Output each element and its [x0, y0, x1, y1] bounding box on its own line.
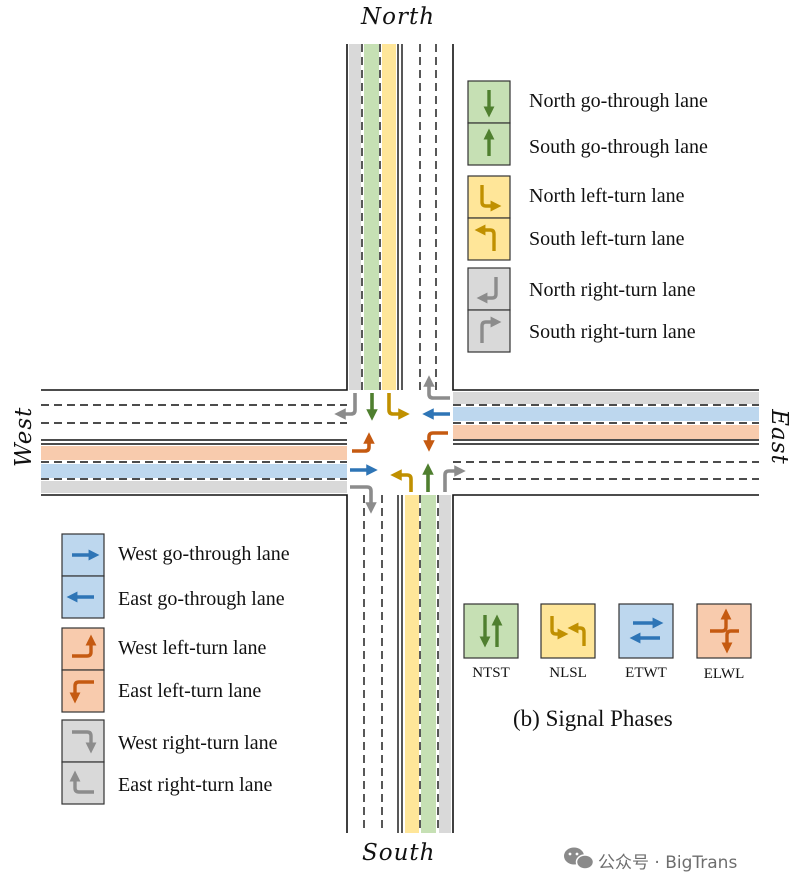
west-right-turn-arrow: [350, 485, 377, 514]
south-left-turn-arrow: [390, 469, 413, 492]
phase-code-elwl: ELWL: [703, 666, 745, 682]
phase-code-ntst: NTST: [472, 665, 510, 681]
ew-left-icon: [710, 608, 739, 654]
south-right-turn-arrow: [443, 465, 466, 492]
legend-west-left: West left-turn lane: [118, 637, 267, 659]
south-label: South: [362, 840, 436, 866]
east-label: East: [766, 409, 792, 465]
legend-west-right: West right-turn lane: [118, 732, 278, 754]
legend-south-right: South right-turn lane: [529, 321, 696, 343]
south-arm-lanes: [405, 495, 451, 833]
turn-up-right-icon: [480, 316, 502, 343]
west-arm-lanes: [41, 446, 347, 493]
legend-east-left: East left-turn lane: [118, 680, 262, 702]
legend-south-left: South left-turn lane: [529, 228, 685, 250]
legend-ns-boxes: [467, 80, 511, 353]
phase-boxes: [463, 603, 752, 659]
east-left-turn-arrow: [423, 431, 448, 452]
legend-east-through: East go-through lane: [118, 588, 285, 610]
turn-left-down-icon: [69, 680, 94, 704]
legend-we-icons: [66, 549, 100, 794]
turn-right-up-icon: [72, 634, 97, 658]
ns-left-icon: [550, 616, 586, 646]
turn-up-left-icon: [474, 224, 496, 251]
north-label: North: [361, 4, 436, 30]
legend-ns-icons: [474, 90, 502, 343]
watermark-text: 公众号 · BigTrans: [598, 853, 738, 873]
turn-down-left-icon: [480, 185, 502, 212]
north-right-turn-arrow: [334, 393, 357, 420]
center-lines: [41, 44, 759, 833]
lane-dividers: [41, 44, 759, 833]
turn-right-down-icon: [72, 730, 97, 754]
legend-west-through: West go-through lane: [118, 543, 290, 565]
phase-code-etwt: ETWT: [625, 665, 667, 681]
turn-left-up-icon: [69, 770, 94, 794]
road-edges: [41, 44, 759, 833]
north-left-turn-arrow: [387, 393, 410, 420]
east-arm-lanes: [453, 392, 759, 439]
ew-through-icon: [629, 617, 664, 644]
legend-north-left: North left-turn lane: [529, 185, 685, 207]
east-right-turn-arrow: [423, 375, 450, 400]
legend-north-through: North go-through lane: [529, 90, 708, 112]
north-arm-lanes: [349, 44, 396, 390]
phase-icons: [479, 608, 739, 654]
phases-caption: (b) Signal Phases: [513, 706, 673, 731]
turn-down-right-icon: [476, 277, 498, 304]
phase-code-nlsl: NLSL: [549, 665, 587, 681]
west-label: West: [11, 406, 37, 467]
intersection-arrows: [334, 375, 466, 514]
legend-south-through: South go-through lane: [529, 136, 708, 158]
legend-east-right: East right-turn lane: [118, 774, 273, 796]
legend-we-boxes: [61, 533, 105, 805]
wechat-logo-icon: [564, 847, 595, 870]
legend-north-right: North right-turn lane: [529, 279, 696, 301]
ns-through-icon: [479, 614, 503, 648]
west-left-turn-arrow: [352, 432, 375, 453]
